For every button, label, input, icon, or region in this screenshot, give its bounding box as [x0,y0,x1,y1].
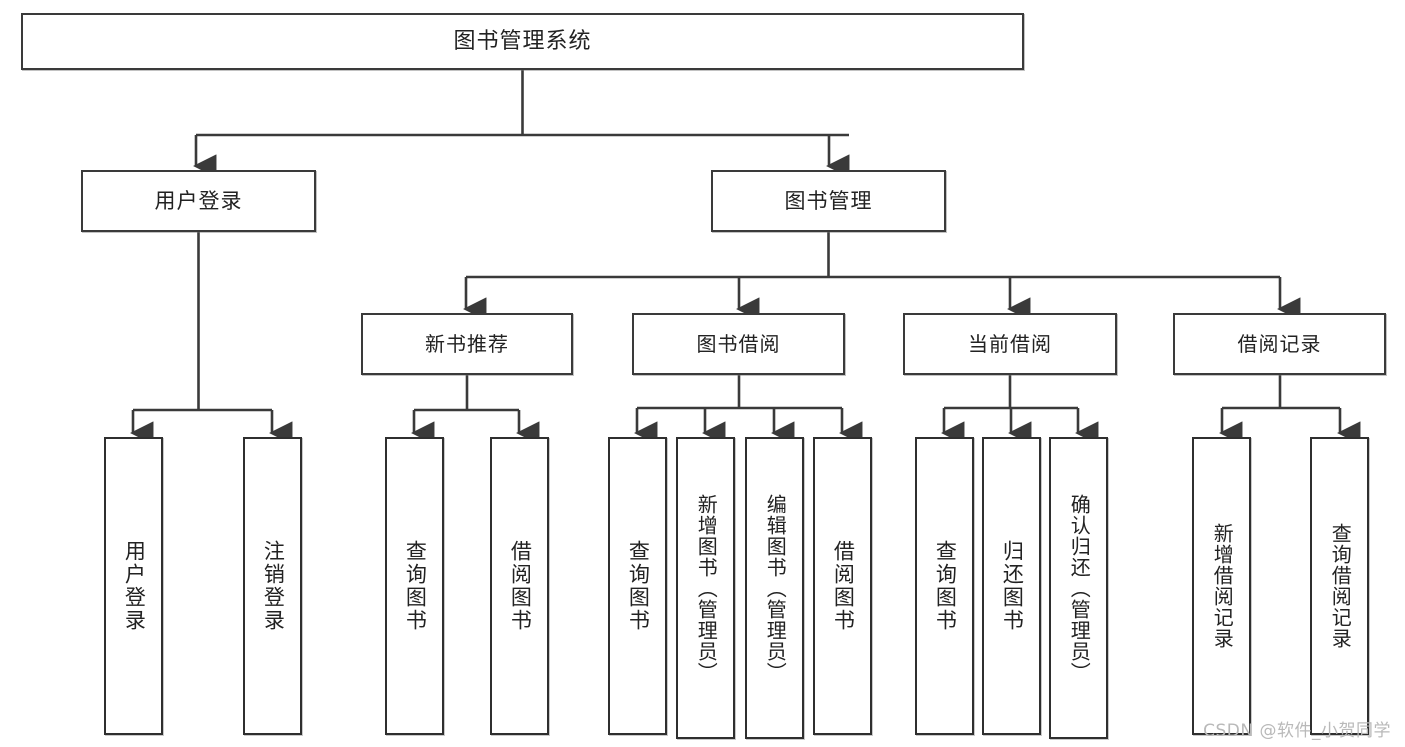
leaf-label: 注销登录 [261,540,286,632]
leaf-query-book-borrow[interactable]: 查询图书 [608,437,667,735]
node-label: 新书推荐 [425,331,509,356]
leaf-confirm-return-admin[interactable]: 确认归还（管理员） [1049,437,1108,739]
leaf-label: 查询图书 [933,540,958,632]
leaf-add-book-admin[interactable]: 新增图书（管理员） [676,437,735,739]
leaf-label: 查询图书 [403,540,428,632]
leaf-label: 查询图书 [626,540,651,632]
leaf-return-book[interactable]: 归还图书 [982,437,1041,735]
leaf-label: 归还图书 [1000,540,1025,632]
leaf-edit-book-admin[interactable]: 编辑图书（管理员） [745,437,804,739]
node-root-system[interactable]: 图书管理系统 [21,13,1024,70]
leaf-label: 新增图书（管理员） [694,493,719,683]
leaf-add-borrow-record[interactable]: 新增借阅记录 [1192,437,1251,735]
node-new-book-recommend[interactable]: 新书推荐 [361,313,573,375]
leaf-query-book-current[interactable]: 查询图书 [915,437,974,735]
leaf-label: 确认归还（管理员） [1067,493,1092,683]
node-book-management[interactable]: 图书管理 [711,170,946,232]
leaf-logout[interactable]: 注销登录 [243,437,302,735]
leaf-user-login[interactable]: 用户登录 [104,437,163,735]
leaf-query-borrow-record[interactable]: 查询借阅记录 [1310,437,1369,735]
leaf-query-book-recommend[interactable]: 查询图书 [385,437,444,735]
node-label: 图书管理系统 [453,28,592,54]
leaf-label: 新增借阅记录 [1210,523,1235,649]
leaf-label: 编辑图书（管理员） [763,493,788,683]
node-label: 图书管理 [784,188,873,213]
leaf-label: 查询借阅记录 [1328,523,1353,649]
node-label: 用户登录 [154,188,243,213]
leaf-label: 借阅图书 [831,540,856,632]
leaf-label: 借阅图书 [508,540,533,632]
node-book-borrow[interactable]: 图书借阅 [632,313,845,375]
leaf-borrow-book-recommend[interactable]: 借阅图书 [490,437,549,735]
leaf-label: 用户登录 [122,540,147,632]
csdn-watermark: CSDN @软件_小贺同学 [1203,721,1391,741]
node-user-login[interactable]: 用户登录 [81,170,316,232]
node-label: 当前借阅 [968,331,1052,356]
leaf-borrow-book[interactable]: 借阅图书 [813,437,872,735]
node-label: 图书借阅 [696,331,781,356]
node-label: 借阅记录 [1237,331,1322,356]
node-current-borrow[interactable]: 当前借阅 [903,313,1117,375]
node-borrow-record[interactable]: 借阅记录 [1173,313,1386,375]
